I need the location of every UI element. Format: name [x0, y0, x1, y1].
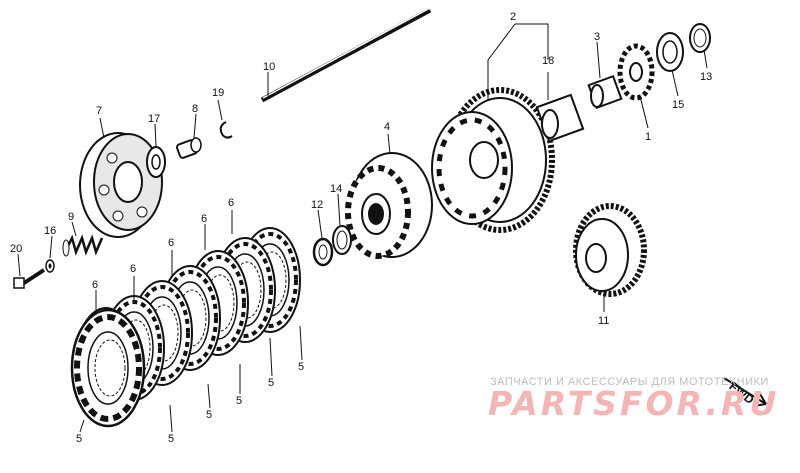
forward-arrow [723, 377, 767, 407]
washer [45, 259, 55, 273]
callout-numbers: 2 3 18 10 13 15 1 7 17 8 19 4 14 12 9 16… [10, 11, 712, 445]
leader-lines [17, 23, 708, 433]
callout-4: 4 [384, 121, 390, 133]
callout-14: 14 [330, 183, 342, 195]
callout-5: 5 [298, 361, 304, 373]
callout-11: 11 [598, 315, 609, 327]
callout-20: 20 [10, 243, 22, 255]
drive-sprocket [617, 43, 655, 101]
callout-6: 6 [201, 213, 207, 225]
callout-16: 16 [44, 225, 56, 237]
watermark-brand: PARTSFOR.RU [488, 384, 780, 423]
callout-5: 5 [76, 433, 82, 445]
pressure-plate [79, 132, 163, 238]
release-bearing [146, 146, 166, 178]
callout-13: 13 [700, 71, 712, 83]
callout-9: 9 [68, 211, 74, 223]
callout-7: 7 [96, 105, 102, 117]
snap-ring-13 [689, 23, 711, 53]
idle-gear [573, 203, 647, 297]
push-rod [260, 7, 432, 103]
callout-5: 5 [268, 377, 274, 389]
callout-17: 17 [148, 113, 160, 125]
callout-12: 12 [311, 199, 323, 211]
clutch-spring [62, 234, 104, 257]
callout-5: 5 [206, 409, 212, 421]
circlip [219, 121, 233, 139]
callout-6: 6 [130, 263, 136, 275]
callout-19: 19 [212, 87, 224, 99]
callout-1: 1 [645, 131, 651, 143]
clutch-outer [431, 87, 555, 233]
callout-8: 8 [192, 103, 198, 115]
friction-disc [70, 308, 146, 428]
callout-5: 5 [168, 433, 174, 445]
watermark-caption: ЗАПЧАСТИ И АКСЕССУАРЫ ДЛЯ МОТОТЕХНИКИ [490, 376, 769, 388]
collar [587, 74, 623, 110]
needle-bearing [535, 93, 585, 143]
lock-washer-14 [332, 225, 352, 255]
callout-2: 2 [510, 11, 516, 23]
lifter-piece [175, 137, 202, 159]
thrust-washer-12 [312, 237, 334, 267]
washer-15 [656, 32, 684, 72]
callout-6: 6 [168, 237, 174, 249]
clutch-center [345, 152, 433, 259]
bolt [13, 268, 46, 289]
callout-10: 10 [263, 61, 275, 73]
callout-3: 3 [594, 31, 600, 43]
callout-5: 5 [236, 395, 242, 407]
callout-6: 6 [228, 197, 234, 209]
callout-18: 18 [542, 55, 554, 67]
callout-6: 6 [92, 279, 98, 291]
callout-15: 15 [672, 99, 684, 111]
